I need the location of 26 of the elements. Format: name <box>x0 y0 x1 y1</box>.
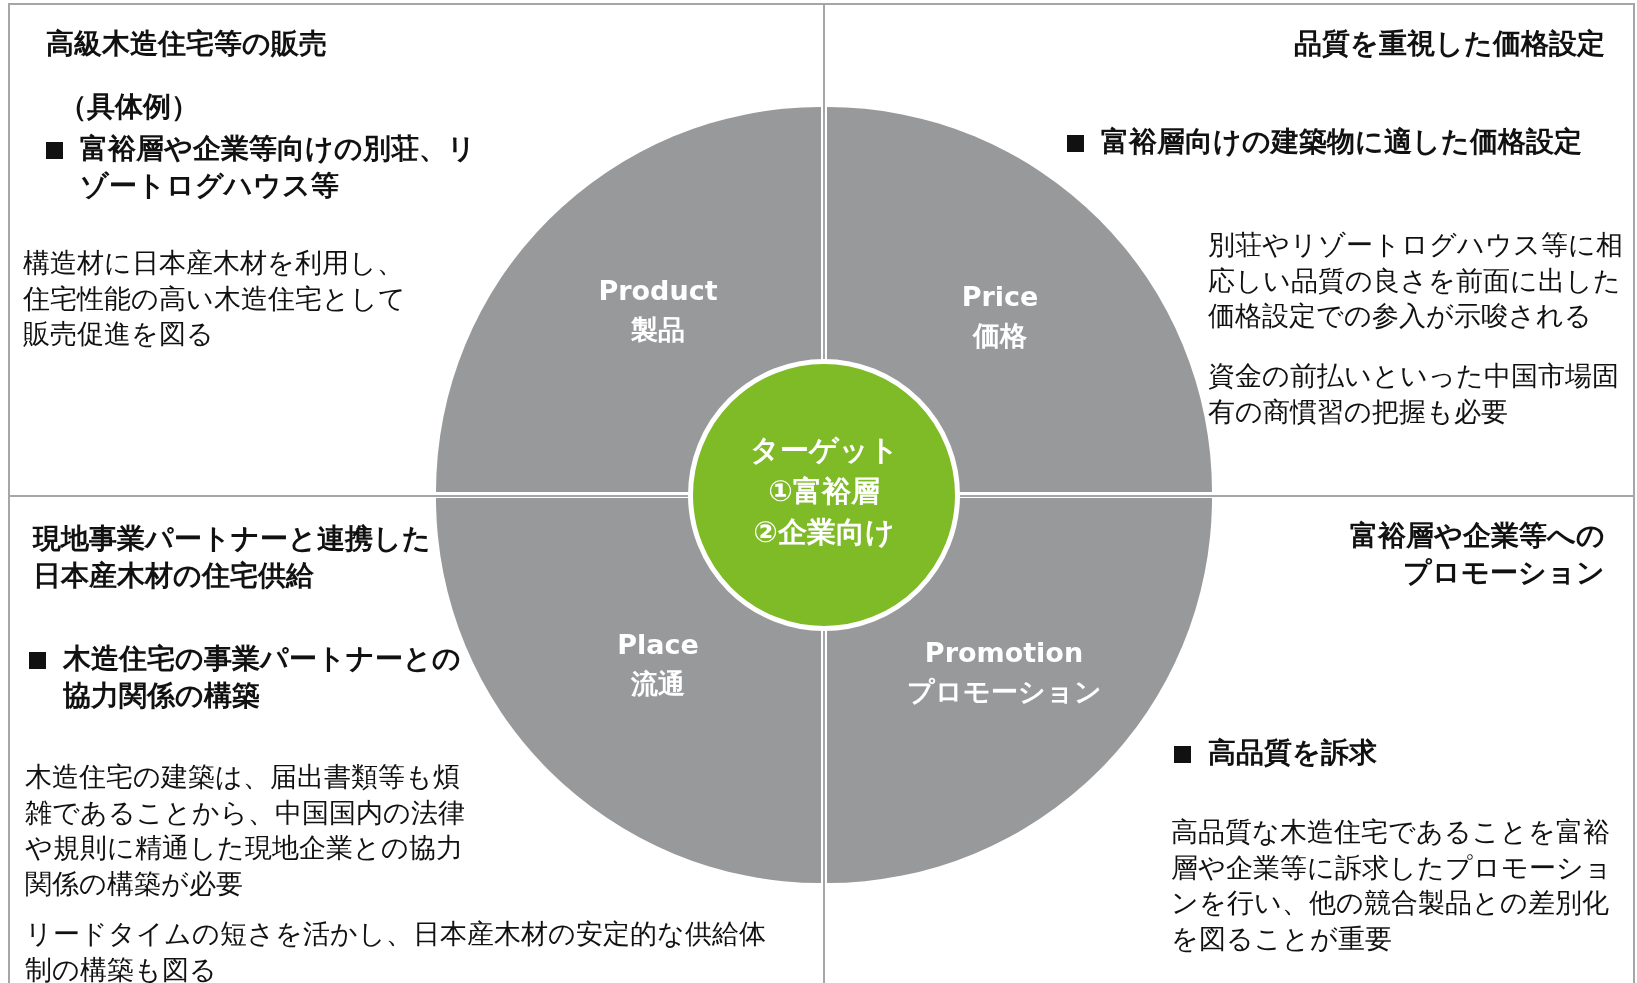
sector-label: 製品 <box>630 313 686 347</box>
panel-heading: 現地事業パートナーと連携した日本産木材の住宅供給 <box>33 521 432 594</box>
panel-heading: 品質を重視した価格設定 <box>1293 26 1605 62</box>
body-text: リードタイムの短さを活かし、日本産木材の安定的な供給体制の構築も図る <box>25 917 767 983</box>
body-text: 別荘やリゾートログハウス等に相応しい品質の良さを前面に出した価格設定での参入が示唆される <box>1208 228 1623 334</box>
bullet-text: 富裕層や企業等向けの別荘、リゾートログハウス等 <box>80 131 477 204</box>
bullet-text: 木造住宅の事業パートナーとの協力関係の構築 <box>63 641 462 714</box>
sector-label: Product <box>597 274 719 308</box>
sector-label: Place <box>616 628 700 662</box>
sector-label: 流通 <box>630 667 686 701</box>
panel-heading: 富裕層や企業等へのプロモーション <box>1349 518 1605 591</box>
sector-label: プロモーション <box>905 675 1103 709</box>
panel-heading: 高級木造住宅等の販売 <box>46 26 328 62</box>
sector-label: 価格 <box>971 319 1028 353</box>
body-text: 構造材に日本産木材を利用し、住宅性能の高い木造住宅として販売促進を図る <box>23 246 407 352</box>
bullet-text: 高品質を訴求 <box>1208 735 1378 771</box>
sector-label: Price <box>960 280 1040 314</box>
target-label: ②企業向け <box>752 514 896 551</box>
bullet-text: 富裕層向けの建築物に適した価格設定 <box>1101 124 1583 160</box>
body-text: 資金の前払いといった中国市場固有の商慣習の把握も必要 <box>1208 359 1620 429</box>
target-label: ①富裕層 <box>767 473 881 510</box>
body-text: 高品質な木造住宅であることを富裕層や企業等に訴求したプロモーションを行い、他の競合製品との差別化を図ることが重要 <box>1171 815 1613 956</box>
target-label: ターゲット <box>748 432 900 469</box>
body-text: 木造住宅の建築は、届出書類等も煩雑であることから、中国国内の法律や規則に精通した現地企業との協力関係の構築が必要 <box>25 760 466 901</box>
example-label: （具体例） <box>59 89 200 125</box>
sector-label: Promotion <box>923 636 1085 670</box>
